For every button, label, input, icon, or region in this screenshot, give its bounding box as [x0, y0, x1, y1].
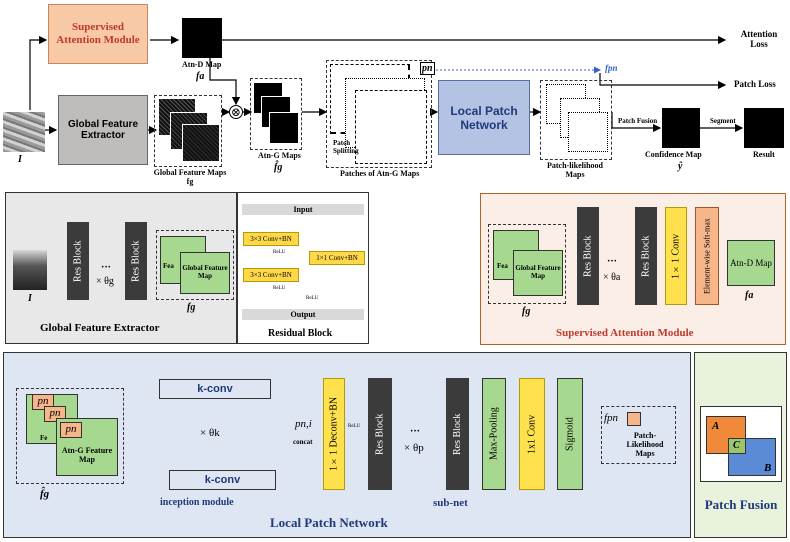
lpn-conv: 1x1 Conv — [519, 378, 545, 490]
kconv-bottom: k-conv — [169, 470, 276, 490]
res-input-box: Input — [242, 204, 364, 215]
lpn-fmap-group — [16, 388, 124, 484]
pl-maps-group — [540, 80, 612, 160]
patches-group — [326, 60, 432, 168]
f-hat-g-label: f̂g — [274, 162, 283, 173]
confidence-map-image — [662, 108, 700, 148]
lpn-panel-title: Local Patch Network — [270, 515, 388, 530]
lpn-pl-maps-label: Patch-Likelihood Maps — [626, 431, 664, 458]
fusion-A-label: A — [712, 420, 720, 432]
atn-g-maps-group — [250, 78, 302, 150]
lpn-f-hat-g-label: f̂g — [40, 488, 50, 500]
gfm-label: Global Feature Maps fg — [153, 168, 227, 186]
sam-fg-label: fg — [522, 306, 531, 317]
fusion-B-label: B — [764, 462, 772, 474]
gfe-panel-title: Global Feature Extractor — [40, 322, 160, 334]
sam-fa-label: fa — [745, 290, 754, 301]
sam-times-theta: × θa — [603, 272, 621, 283]
subnet-label: sub-net — [433, 497, 468, 509]
sam-atnd-box: Atn-D Map — [727, 240, 775, 286]
atn-d-map-image — [182, 18, 222, 58]
feature-map-3 — [182, 124, 220, 162]
lpn-dots: ··· — [410, 426, 421, 437]
result-image — [744, 108, 784, 148]
lpn-pn-3: pn — [60, 422, 82, 438]
pni-label: pn,i — [295, 418, 312, 430]
multiply-icon: ⊗ — [229, 105, 243, 119]
lpn-res-block-2: Res Block — [446, 378, 469, 490]
lpn-pl-maps-group — [601, 406, 676, 464]
gfe-dots: ··· — [101, 262, 112, 273]
kconv-times-theta: × θk — [200, 427, 220, 439]
sam-fmap-group — [488, 224, 566, 304]
patch-splitting-label: Patch Splitting — [333, 139, 359, 155]
gfe-input-image — [13, 250, 47, 290]
sam-panel-title: Supervised Attention Module — [556, 327, 694, 339]
lpn-fpn-swatch — [627, 412, 641, 426]
gfe-fmap-group — [156, 230, 234, 300]
res-relu-2: ReLU — [273, 286, 286, 291]
patch-fusion-label: Patch Fusion — [618, 117, 658, 125]
kconv-top: k-conv — [159, 379, 271, 399]
fpn-top-label: fpn — [605, 63, 618, 73]
gfe-res-block-1: Res Block — [67, 222, 89, 300]
fa-label: fa — [196, 71, 205, 82]
sam-conv: 1×1 Conv — [665, 207, 687, 305]
lpn-res-block-1: Res Block — [368, 378, 392, 490]
lpn-times-theta: × θp — [404, 442, 424, 454]
lpn-maxpool: Max-Pooling — [482, 378, 506, 490]
res-panel-title: Residual Block — [268, 328, 333, 339]
attention-loss-label: Attention Loss — [740, 29, 778, 49]
pl-map-3 — [568, 112, 608, 152]
gfe-fea-label: Fea — [163, 262, 174, 270]
res-output-box: Output — [242, 309, 364, 320]
patches-label: Patches of Atn-G Maps — [340, 169, 420, 178]
sam-softmax: Element-wise Soft-max — [695, 207, 719, 305]
gfe-global-feature-map: Global Feature Map — [180, 252, 230, 294]
gfe-fg-label: fg — [187, 302, 196, 313]
gfe-box: Global Feature Extractor — [58, 95, 148, 165]
fusion-C-label: C — [733, 440, 740, 451]
lpn-sigmoid: Sigmoid — [557, 378, 583, 490]
res-relu-1: ReLU — [273, 250, 286, 255]
result-label: Result — [753, 150, 775, 159]
sam-res-block-2: Res Block — [635, 207, 657, 305]
inception-label: inception module — [160, 497, 234, 508]
res-conv2: 3×3 Conv+BN — [243, 268, 299, 282]
gfe-I-label: I — [28, 293, 32, 304]
atn-d-map-label: Atn-D Map — [182, 60, 222, 69]
lpn-box: Local Patch Network — [438, 80, 530, 155]
lpn-atng-label: Atn-G Feature Map — [61, 446, 113, 464]
input-image — [3, 112, 45, 152]
fusion-panel-title: Patch Fusion — [704, 497, 778, 512]
concat-label: concat — [293, 438, 313, 446]
sam-res-block-1: Res Block — [577, 207, 599, 305]
fusion-rect-C — [728, 438, 746, 454]
atn-g-maps-label: Atn-G Maps — [258, 151, 301, 160]
sam-global-feature-map: Global Feature Map — [513, 250, 563, 296]
patch-loss-label: Patch Loss — [734, 79, 776, 89]
res-conv3: 1×1 Conv+BN — [309, 251, 365, 265]
sam-fea-label: Fea — [497, 262, 508, 270]
lpn-relu: ReLU — [348, 424, 361, 429]
res-conv1: 3×3 Conv+BN — [243, 232, 299, 246]
lpn-fpn-label: fpn — [604, 412, 619, 424]
sam-dots: ··· — [607, 256, 618, 267]
lpn-fe-label: Fe — [40, 434, 48, 442]
segment-label: Segment — [710, 117, 736, 125]
sam-box: Supervised Attention Module — [48, 4, 148, 64]
patch-3 — [355, 90, 427, 164]
res-relu-3: ReLU — [306, 296, 319, 301]
gfe-res-block-2: Res Block — [125, 222, 147, 300]
lpn-deconv: 1×1 Deconv+BN — [323, 378, 345, 490]
pn-label: pn — [420, 62, 435, 75]
input-I-label: I — [18, 154, 22, 165]
atn-g-map-3 — [269, 112, 299, 144]
pl-maps-label: Patch-likelihood Maps — [546, 161, 603, 179]
y-hat-label: ŷ — [678, 161, 683, 172]
confidence-map-label: Confidence Map — [645, 150, 702, 159]
global-feature-maps-group — [154, 95, 222, 167]
gfe-times-theta: × θg — [96, 276, 114, 287]
